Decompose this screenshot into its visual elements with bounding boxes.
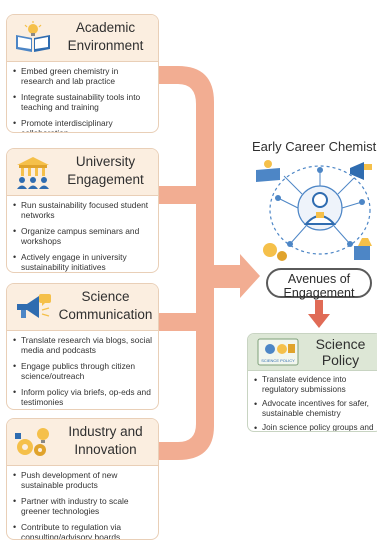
card-title: University Engagement bbox=[67, 154, 144, 187]
card-header: Science Communication bbox=[7, 284, 158, 331]
card-title: Science Communication bbox=[58, 289, 153, 322]
bullet-item: Engage publics through citizen science/o… bbox=[13, 361, 153, 382]
card-academic-environment: Academic Environment Embed green chemist… bbox=[6, 14, 159, 133]
card-science-policy: SCIENCE POLICY Science Policy Translate … bbox=[247, 333, 377, 432]
card-industry-innovation: Industry and Innovation Push development… bbox=[6, 418, 159, 540]
bullet-item: Join science policy groups and fellowshi… bbox=[254, 423, 376, 431]
bullet-item: Inform policy via briefs, op-eds and tes… bbox=[13, 387, 153, 408]
bullet-item: Translate evidence into regulatory submi… bbox=[254, 375, 376, 395]
bullet-item: Translate research via blogs, social med… bbox=[13, 335, 153, 356]
flow-branch-1 bbox=[150, 66, 214, 265]
bullet-list: Translate evidence into regulatory submi… bbox=[248, 371, 377, 431]
card-header: Industry and Innovation bbox=[7, 419, 158, 466]
bullet-item: Advocate incentives for safer, sustainab… bbox=[254, 399, 376, 419]
bullet-item: Promote interdisciplinary collaboration bbox=[13, 118, 153, 132]
bullet-list: Embed green chemistry in research and la… bbox=[7, 62, 158, 132]
bullet-item: Run sustainability focused student netwo… bbox=[13, 200, 153, 221]
bullet-list: Translate research via blogs, social med… bbox=[7, 331, 158, 407]
card-title: Academic Environment bbox=[67, 20, 144, 53]
flow-branch-3 bbox=[150, 313, 196, 331]
megaphone-chat-icon bbox=[17, 294, 51, 318]
gears-lightbulb-icon bbox=[15, 428, 49, 456]
avenues-label: Avenues of Engagement bbox=[283, 272, 355, 300]
book-lightbulb-icon bbox=[16, 21, 50, 52]
card-header: Academic Environment bbox=[7, 15, 158, 62]
bullet-list: Run sustainability focused student netwo… bbox=[7, 196, 158, 272]
card-title: Science Policy bbox=[315, 336, 366, 368]
card-header: SCIENCE POLICY Science Policy bbox=[248, 334, 377, 371]
bullet-item: Actively engage in university sustainabi… bbox=[13, 252, 153, 272]
bullet-item: Partner with industry to scale greener t… bbox=[13, 496, 153, 517]
bullet-item: Integrate sustainability tools into teac… bbox=[13, 92, 153, 113]
bullet-item: Organize campus seminars and workshops bbox=[13, 226, 153, 247]
science-policy-icon: SCIENCE POLICY bbox=[257, 338, 299, 366]
flow-main-arrow bbox=[196, 254, 260, 298]
card-header: University Engagement bbox=[7, 149, 158, 196]
early-career-title: Early Career Chemist bbox=[252, 139, 377, 154]
card-title: Industry and Innovation bbox=[68, 424, 143, 457]
bullet-item: Push development of new sustainable prod… bbox=[13, 470, 153, 491]
chemist-network-icon bbox=[256, 160, 372, 261]
avenues-engagement-pill: Avenues of Engagement bbox=[266, 268, 372, 300]
flow-branch-2 bbox=[150, 186, 196, 204]
flow-branch-4 bbox=[150, 288, 214, 460]
university-people-icon bbox=[17, 157, 49, 189]
card-science-communication: Science Communication Translate research… bbox=[6, 283, 159, 410]
down-arrow-icon bbox=[308, 300, 330, 328]
bullet-list: Push development of new sustainable prod… bbox=[7, 466, 158, 539]
card-university-engagement: University Engagement Run sustainability… bbox=[6, 148, 159, 273]
science-policy-icon-label: SCIENCE POLICY bbox=[261, 358, 295, 363]
bullet-item: Contribute to regulation via consulting/… bbox=[13, 522, 153, 539]
bullet-item: Embed green chemistry in research and la… bbox=[13, 66, 153, 87]
